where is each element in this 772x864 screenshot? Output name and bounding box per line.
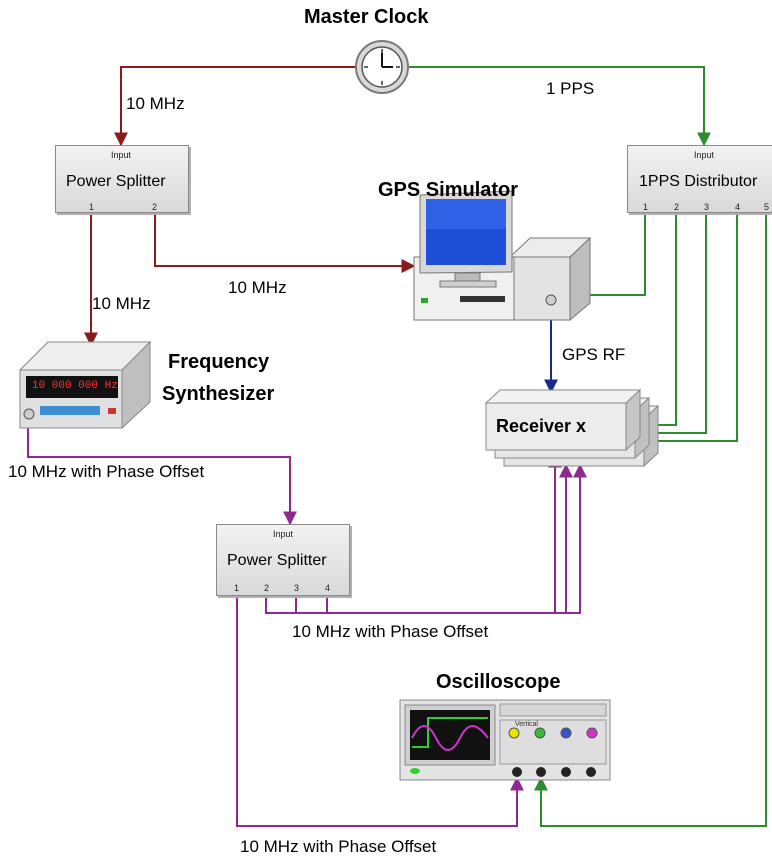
label-gps-rf: GPS RF bbox=[562, 345, 626, 364]
label-clock-to-splitter: 10 MHz bbox=[126, 94, 185, 113]
power-splitter-2: Input Power Splitter 1 2 3 4 bbox=[216, 524, 350, 596]
pps-distributor-port-2: 2 bbox=[674, 202, 680, 212]
synthesizer-icon bbox=[18, 340, 152, 430]
label-splitter-to-simulator: 10 MHz bbox=[228, 278, 287, 297]
pps-distributor-port-5: 5 bbox=[764, 202, 770, 212]
label-clock-to-pps: 1 PPS bbox=[546, 79, 595, 98]
computer-icon bbox=[413, 190, 592, 322]
label-splitter2-to-receivers: 10 MHz with Phase Offset bbox=[292, 622, 489, 641]
label-synth-out: 10 MHz with Phase Offset bbox=[8, 462, 205, 481]
power-splitter-1: Input Power Splitter 1 2 bbox=[55, 145, 189, 213]
clock-icon bbox=[355, 40, 409, 94]
line-pps5-to-scope bbox=[534, 213, 767, 827]
line-synth-to-splitter bbox=[27, 422, 297, 526]
power-splitter-1-name: Power Splitter bbox=[66, 173, 166, 190]
line-pps1-to-simulator bbox=[576, 213, 646, 302]
label-splitter2-to-scope: 10 MHz with Phase Offset bbox=[240, 837, 437, 856]
line-pps4-to-receiver bbox=[634, 213, 738, 448]
oscilloscope-panel-label: Vertical bbox=[515, 721, 538, 728]
power-splitter-1-port-2: 2 bbox=[152, 202, 158, 212]
pps-distributor-name: 1PPS Distributor bbox=[639, 173, 758, 190]
power-splitter-1-input-label: Input bbox=[111, 150, 132, 160]
receiver-stack bbox=[484, 388, 660, 468]
synthesizer-title-line1: Frequency bbox=[168, 351, 270, 373]
pps-distributor: Input 1PPS Distributor 1 2 3 4 5 bbox=[627, 145, 772, 213]
power-splitter-1-port-1: 1 bbox=[89, 202, 95, 212]
master-clock-title: Master Clock bbox=[304, 6, 429, 28]
oscilloscope-icon bbox=[399, 699, 611, 781]
line-clock-to-splitter bbox=[114, 66, 357, 147]
power-splitter-2-name: Power Splitter bbox=[227, 552, 327, 569]
line-splitter2-port4-to-receiver bbox=[326, 463, 587, 614]
synthesizer-display: 10 000 000 Hz bbox=[32, 380, 118, 392]
pps-distributor-port-3: 3 bbox=[704, 202, 710, 212]
pps-distributor-input-label: Input bbox=[694, 150, 715, 160]
synthesizer-title-line2: Synthesizer bbox=[162, 383, 275, 405]
receiver-label: Receiver x bbox=[496, 416, 587, 436]
power-splitter-2-input-label: Input bbox=[273, 529, 294, 539]
power-splitter-2-port-2: 2 bbox=[264, 583, 270, 593]
line-splitter-to-simulator bbox=[154, 213, 416, 273]
power-splitter-2-port-1: 1 bbox=[234, 583, 240, 593]
pps-distributor-port-1: 1 bbox=[643, 202, 649, 212]
pps-distributor-port-4: 4 bbox=[735, 202, 741, 212]
power-splitter-2-port-4: 4 bbox=[325, 583, 331, 593]
line-clock-to-pps bbox=[407, 66, 711, 147]
label-splitter-to-synth: 10 MHz bbox=[92, 294, 151, 313]
line-splitter2-to-scope bbox=[236, 596, 524, 827]
gps-simulator-title: GPS Simulator bbox=[378, 179, 519, 201]
power-splitter-2-port-3: 3 bbox=[294, 583, 300, 593]
oscilloscope-title: Oscilloscope bbox=[436, 671, 561, 693]
